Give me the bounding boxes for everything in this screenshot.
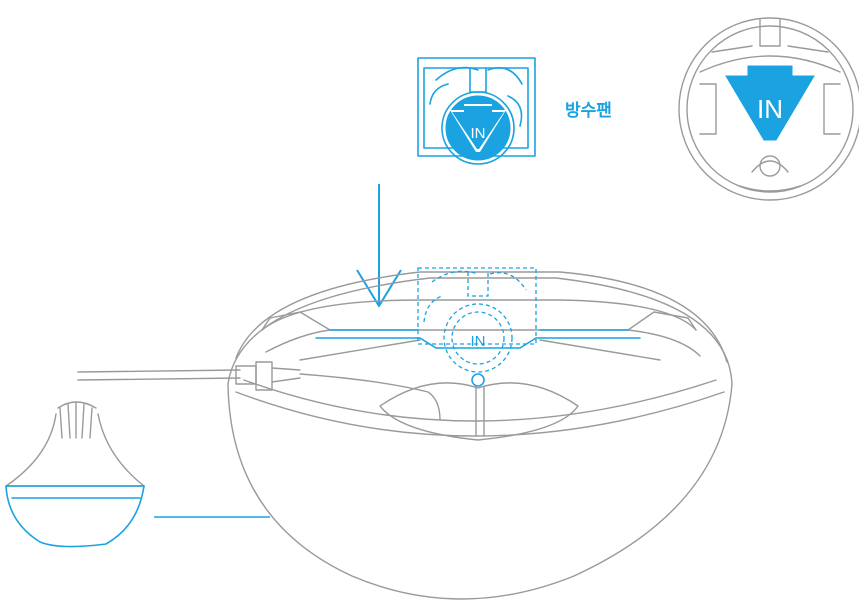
in-label-large: IN [757,94,783,124]
power-cable [77,361,301,391]
waterproof-fan-illustration: IN [417,57,536,165]
in-label-small: IN [471,125,486,142]
water-level-line [315,337,641,349]
in-label-installed: IN [471,333,486,350]
diffuser-cap [5,401,145,548]
fan-inlet-detail-circle: IN [678,17,859,201]
fan-name-label: 방수팬 [565,101,612,120]
bowl-housing [227,271,733,600]
installed-fan-outline: IN [417,267,537,387]
in-arrow-icon [725,65,815,141]
down-arrow-icon [356,184,402,307]
